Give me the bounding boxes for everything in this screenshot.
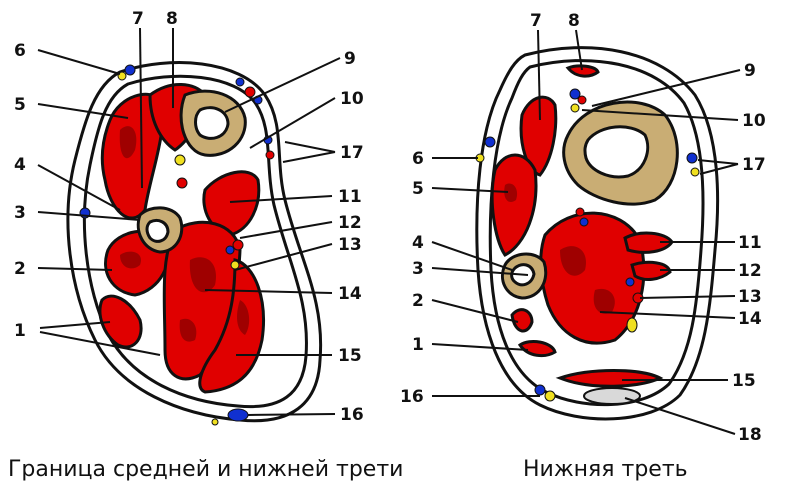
right-label-12: 12 xyxy=(738,261,762,281)
right-label-7: 7 xyxy=(530,11,542,31)
muscle-12-right xyxy=(630,260,672,281)
left-label-7: 7 xyxy=(132,9,144,29)
right-label-2: 2 xyxy=(412,291,424,311)
right-label-17: 17 xyxy=(742,155,766,175)
muscle-15-left xyxy=(198,258,265,394)
muscle-11-left xyxy=(202,170,261,237)
muscle-14-right xyxy=(539,211,646,345)
right-label-15: 15 xyxy=(732,371,756,391)
right-label-6: 6 xyxy=(412,149,424,169)
right-label-3: 3 xyxy=(412,259,424,279)
right-label-14: 14 xyxy=(738,309,762,329)
muscle-2-right xyxy=(510,308,534,333)
right-label-5: 5 xyxy=(412,179,424,199)
structure-18-right xyxy=(583,387,641,405)
right-label-4: 4 xyxy=(412,233,424,253)
right-label-9: 9 xyxy=(744,61,756,81)
muscle-1-right xyxy=(517,340,557,358)
left-cross-section xyxy=(66,61,323,426)
left-label-10: 10 xyxy=(340,89,364,109)
left-label-5: 5 xyxy=(14,95,26,115)
left-label-14: 14 xyxy=(338,284,362,304)
left-label-3: 3 xyxy=(14,203,26,223)
left-label-12: 12 xyxy=(338,213,362,233)
left-labels: 6 5 4 3 2 1 7 8 9 10 17 11 12 13 14 15 1… xyxy=(14,9,364,425)
right-labels: 7 8 9 10 17 6 5 4 3 2 1 11 12 13 14 15 1… xyxy=(400,11,766,445)
right-cross-section xyxy=(475,46,720,421)
left-leader-lines xyxy=(37,27,341,416)
left-caption: Граница средней и нижней трети xyxy=(8,457,403,482)
right-label-8: 8 xyxy=(568,11,580,31)
left-label-9: 9 xyxy=(344,49,356,69)
left-label-15: 15 xyxy=(338,346,362,366)
left-label-8: 8 xyxy=(166,9,178,29)
muscle-8-right xyxy=(565,64,600,78)
right-label-18: 18 xyxy=(738,425,762,445)
right-label-10: 10 xyxy=(742,111,766,131)
left-label-16: 16 xyxy=(340,405,364,425)
left-label-1: 1 xyxy=(14,321,26,341)
right-label-11: 11 xyxy=(738,233,762,253)
right-caption: Нижняя треть xyxy=(523,457,688,482)
left-label-11: 11 xyxy=(338,187,362,207)
muscle-5-right xyxy=(490,153,538,257)
left-label-2: 2 xyxy=(14,259,26,279)
left-label-17: 17 xyxy=(340,143,364,163)
right-leader-lines xyxy=(431,29,741,435)
muscle-15-right xyxy=(555,369,664,388)
left-label-13: 13 xyxy=(338,235,362,255)
left-label-4: 4 xyxy=(14,155,26,175)
right-label-13: 13 xyxy=(738,287,762,307)
muscle-1-left xyxy=(98,294,143,349)
left-label-6: 6 xyxy=(14,41,26,61)
right-label-1: 1 xyxy=(412,335,424,355)
right-label-16: 16 xyxy=(400,387,424,407)
